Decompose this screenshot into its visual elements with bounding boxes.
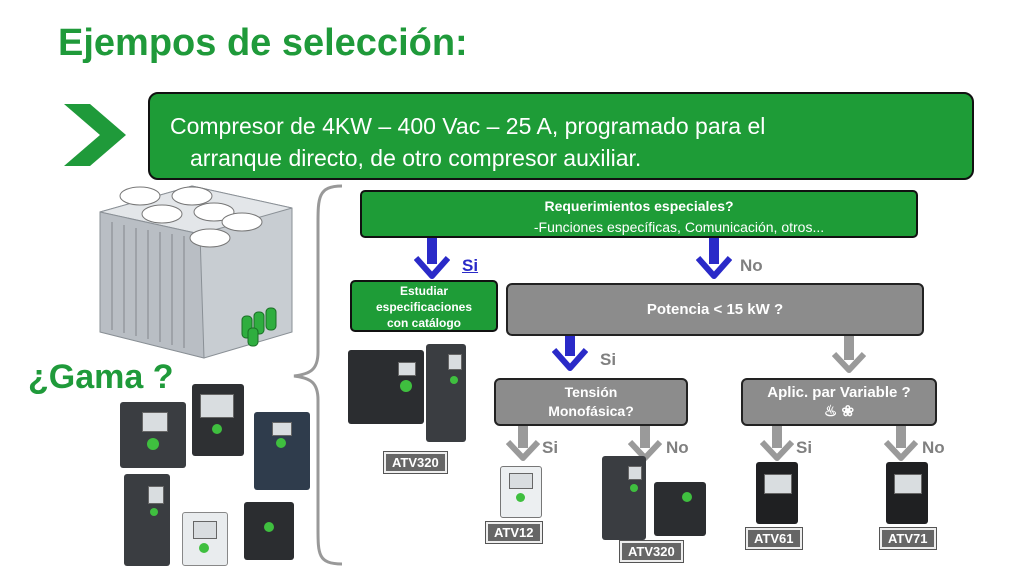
gama-label: ¿Gama ? (28, 358, 174, 396)
drive-image (192, 384, 244, 456)
label-si: Si (542, 438, 559, 457)
power-box: Potencia < 15 kW ? (506, 283, 924, 336)
requirements-title: Requerimientos especiales? (544, 198, 734, 214)
power-text: Potencia < 15 kW ? (646, 301, 784, 318)
drive-image (426, 344, 466, 442)
label-si: Si (462, 256, 479, 275)
label-no: No (666, 438, 689, 457)
aplic-text: Aplic. par Variable ? (767, 384, 911, 401)
study-line-3: con catálogo (386, 316, 461, 330)
question-box: Compresor de 4KW – 400 Vac – 25 A, progr… (148, 92, 974, 180)
drive-image (254, 412, 310, 490)
label-no: No (922, 438, 945, 457)
drive-image (244, 502, 294, 560)
product-tag-atv12: ATV12 (485, 521, 543, 544)
drive-image (886, 462, 928, 524)
drive-image (602, 456, 646, 540)
question-line-2: arranque directo, de otro compresor auxi… (190, 145, 642, 171)
arrow-down-icon (760, 426, 794, 461)
label-si: Si (600, 350, 617, 369)
study-line-1: Estudiar (399, 284, 448, 298)
study-box: Estudiar especificaciones con catálogo (350, 280, 498, 332)
drive-image (654, 482, 706, 536)
drive-image (124, 474, 170, 566)
arrow-down-icon (696, 238, 732, 279)
arrow-down-icon (832, 334, 866, 373)
question-line-1: Compresor de 4KW – 400 Vac – 25 A, progr… (170, 113, 766, 139)
tension-line-2: Monofásica? (548, 403, 634, 419)
product-tag-atv320: ATV320 (619, 540, 684, 563)
label-si: Si (796, 438, 813, 457)
requirements-box: Requerimientos especiales? -Funciones es… (360, 190, 918, 238)
arrow-down-icon (506, 426, 540, 461)
tension-box: Tensión Monofásica? (494, 378, 688, 426)
product-tag-atv61: ATV61 (745, 527, 803, 550)
requirements-subtitle: -Funciones específicas, Comunicación, ot… (533, 219, 825, 235)
product-tag-atv71: ATV71 (879, 527, 937, 550)
chevron-right-icon (64, 104, 126, 166)
page-title: Ejempos de selección: (58, 22, 468, 64)
drive-image (756, 462, 798, 524)
arrow-down-icon (414, 238, 450, 279)
drive-image (182, 512, 228, 566)
label-no: No (740, 256, 763, 275)
study-line-2: especificaciones (375, 300, 473, 314)
product-tag-atv320: ATV320 (383, 451, 448, 474)
drive-image (120, 402, 186, 468)
bracket (293, 184, 343, 566)
arrow-down-icon (552, 330, 588, 371)
drive-image (348, 350, 424, 424)
tension-line-1: Tensión (564, 384, 618, 400)
compressor-image (99, 185, 293, 359)
drive-image (500, 466, 542, 518)
pump-fan-icon: ♨ ❀ (823, 403, 855, 420)
arrow-down-icon (884, 426, 918, 461)
aplic-box: Aplic. par Variable ? ♨ ❀ (741, 378, 937, 426)
